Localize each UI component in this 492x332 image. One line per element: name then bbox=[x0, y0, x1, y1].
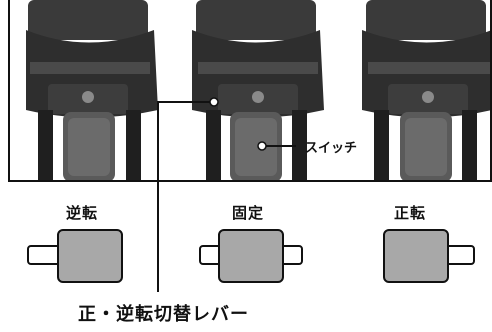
switch-diagram-forward bbox=[383, 229, 475, 283]
lever-pin-left bbox=[27, 245, 63, 265]
switch-label: スイッチ bbox=[305, 141, 358, 156]
drill-photo-strip bbox=[8, 0, 492, 182]
drill-lock-photo bbox=[192, 0, 324, 182]
lever-label: 正・逆転切替レバー bbox=[78, 304, 249, 325]
drill-photos bbox=[8, 0, 492, 182]
position-label-reverse: 逆転 bbox=[65, 204, 98, 222]
switch-diagram-lock bbox=[199, 229, 303, 283]
drill-forward-photo bbox=[362, 0, 492, 182]
position-label-lock: 固定 bbox=[231, 204, 264, 222]
switch-diagram-reverse bbox=[27, 229, 123, 283]
switch-body bbox=[383, 229, 449, 283]
switch-body bbox=[57, 229, 123, 283]
switch-leader-dot bbox=[257, 141, 267, 151]
drill-reverse-photo bbox=[26, 0, 158, 182]
lever-leader-dot bbox=[209, 97, 219, 107]
switch-body bbox=[218, 229, 284, 283]
position-label-forward: 正転 bbox=[393, 204, 426, 222]
lever-leader-line bbox=[157, 101, 214, 292]
